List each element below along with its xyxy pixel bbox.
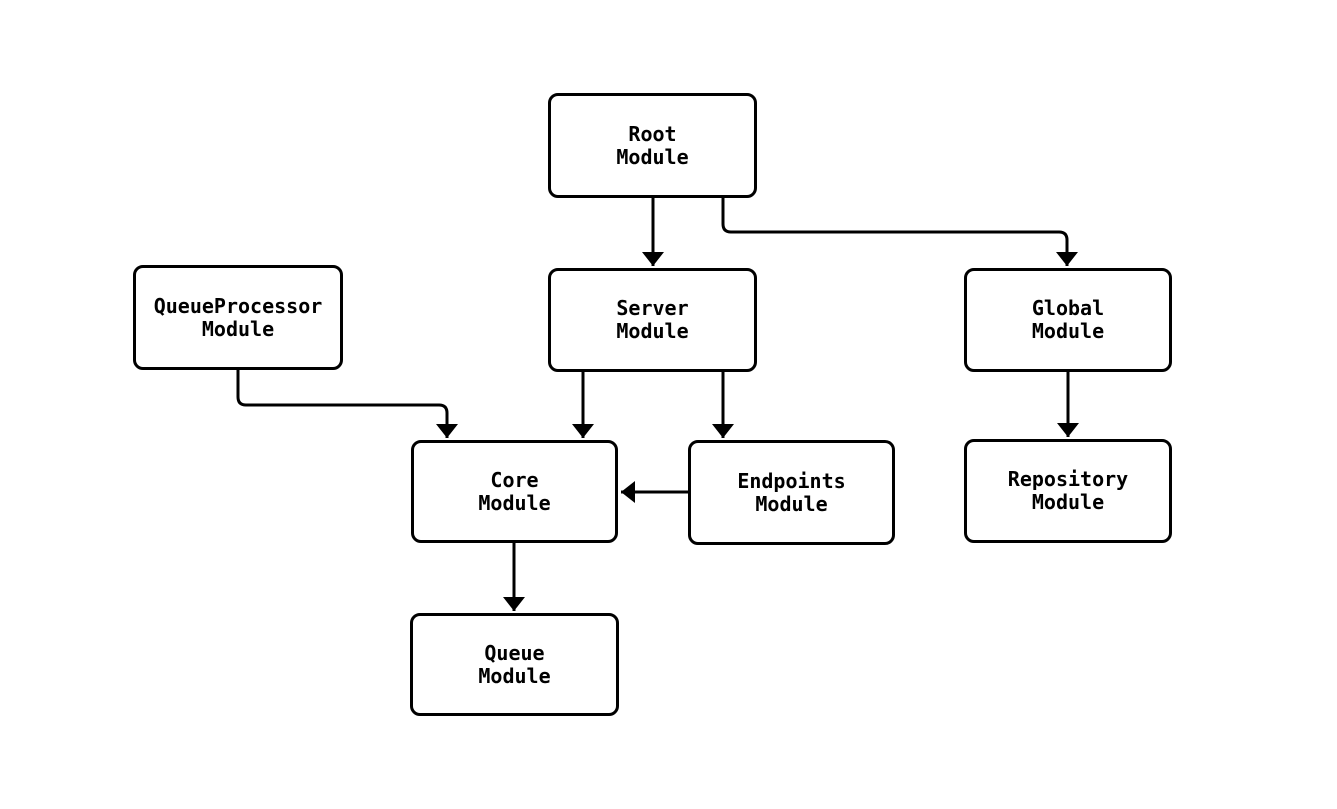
node-queueprocessor-module: QueueProcessor Module [133,265,343,370]
edge-root-to-global [721,198,1078,266]
node-core-module-label-line2: Module [478,490,551,515]
node-queue-module-label-line1: Queue [484,640,545,665]
node-endpoints-module: Endpoints Module [688,440,895,545]
node-repository-module-label-line2: Module [1031,490,1105,514]
node-global-module-label-line1: Global [1031,296,1105,320]
node-endpoints-module-label-line1: Endpoints [737,468,846,493]
node-repository-module-label-line1: Repository [1007,467,1129,491]
node-root-module: Root Module [548,93,757,198]
node-queueprocessor-module-label-line2: Module [201,316,275,341]
node-core-module-label-line1: Core [490,467,539,492]
node-queueprocessor-module-label-line1: QueueProcessor [153,293,323,318]
node-global-module-label-line2: Module [1031,319,1105,343]
edge-queueprocessor-to-core [236,370,458,438]
node-core-module: Core Module [411,440,618,543]
node-repository-module: Repository Module [964,439,1172,543]
node-server-module: Server Module [548,268,757,372]
node-server-module-label-line1: Server [616,296,689,320]
node-root-module-label-line1: Root [628,121,677,146]
node-global-module: Global Module [964,268,1172,372]
node-server-module-label-line2: Module [616,319,689,343]
node-queue-module: Queue Module [410,613,619,716]
node-queue-module-label-line2: Module [478,663,551,688]
node-root-module-label-line2: Module [616,144,689,169]
node-endpoints-module-label-line2: Module [755,491,828,516]
